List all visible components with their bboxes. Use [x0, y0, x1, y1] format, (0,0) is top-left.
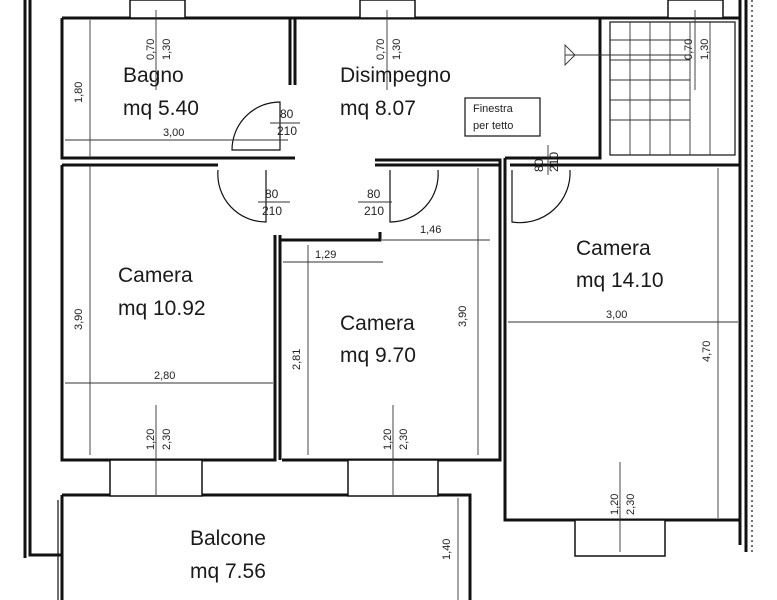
camera-left-name: Camera: [118, 264, 193, 287]
doors: [217, 101, 571, 224]
win6-sill: 1,20: [609, 494, 621, 515]
door-labels: 80 210 80 210 80 210 80 210: [258, 107, 561, 218]
dim-balcone-height: 1,40: [441, 539, 453, 560]
win2-sill: 0,70: [375, 39, 387, 60]
win6-height: 2,30: [625, 494, 637, 515]
dim-bagno-height: 1,80: [73, 82, 85, 103]
dim-bagno-width: 3,00: [163, 127, 184, 139]
door4-height: 210: [547, 152, 561, 172]
win1-height: 1,30: [161, 39, 173, 60]
door3-height: 210: [364, 204, 384, 218]
top-windows: [129, 0, 724, 19]
win5-height: 2,30: [398, 429, 410, 450]
door2-width: 80: [265, 187, 279, 201]
bagno-name: Bagno: [123, 64, 184, 87]
dim-camera-left-height: 3,90: [73, 309, 85, 330]
dim-camera-left-width: 2,80: [154, 370, 175, 382]
dim-camera-center-width: 1,29: [315, 249, 336, 261]
win3-height: 1,30: [699, 39, 711, 60]
door1-height: 210: [277, 124, 297, 138]
dim-camera-center-height2: 3,90: [457, 306, 469, 327]
win1-sill: 0,70: [145, 39, 157, 60]
dimension-lines: [65, 10, 738, 600]
camera-right-name: Camera: [576, 237, 651, 260]
exterior-walls: [23, 0, 753, 558]
balcone-name: Balcone: [190, 527, 266, 550]
staircase: [564, 21, 736, 156]
dim-camera-right-width: 3,00: [606, 309, 627, 321]
win3-sill: 0,70: [683, 39, 695, 60]
camera-left-area: mq 10.92: [118, 297, 206, 320]
camera-center-area: mq 9.70: [340, 344, 416, 367]
balcone-area: mq 7.56: [190, 560, 266, 583]
bagno-area: mq 5.40: [123, 97, 199, 120]
dim-camera-right-height: 4,70: [701, 341, 713, 362]
disimpegno-area: mq 8.07: [340, 97, 416, 120]
door3-width: 80: [367, 187, 381, 201]
skylight-line2: per tetto: [473, 120, 513, 132]
win5-sill: 1,20: [382, 429, 394, 450]
skylight-line1: Finestra: [473, 103, 514, 115]
door4-width: 80: [532, 158, 546, 172]
door2-height: 210: [262, 204, 282, 218]
dim-corridor-width: 1,46: [420, 224, 441, 236]
win2-height: 1,30: [391, 39, 403, 60]
dim-camera-center-height: 2,81: [291, 349, 303, 370]
disimpegno-name: Disimpegno: [340, 64, 451, 87]
win4-height: 2,30: [161, 429, 173, 450]
skylight-box: [464, 97, 541, 137]
camera-right-area: mq 14.10: [576, 269, 664, 292]
door1-width: 80: [280, 107, 294, 121]
camera-center-name: Camera: [340, 312, 415, 335]
win4-sill: 1,20: [145, 429, 157, 450]
